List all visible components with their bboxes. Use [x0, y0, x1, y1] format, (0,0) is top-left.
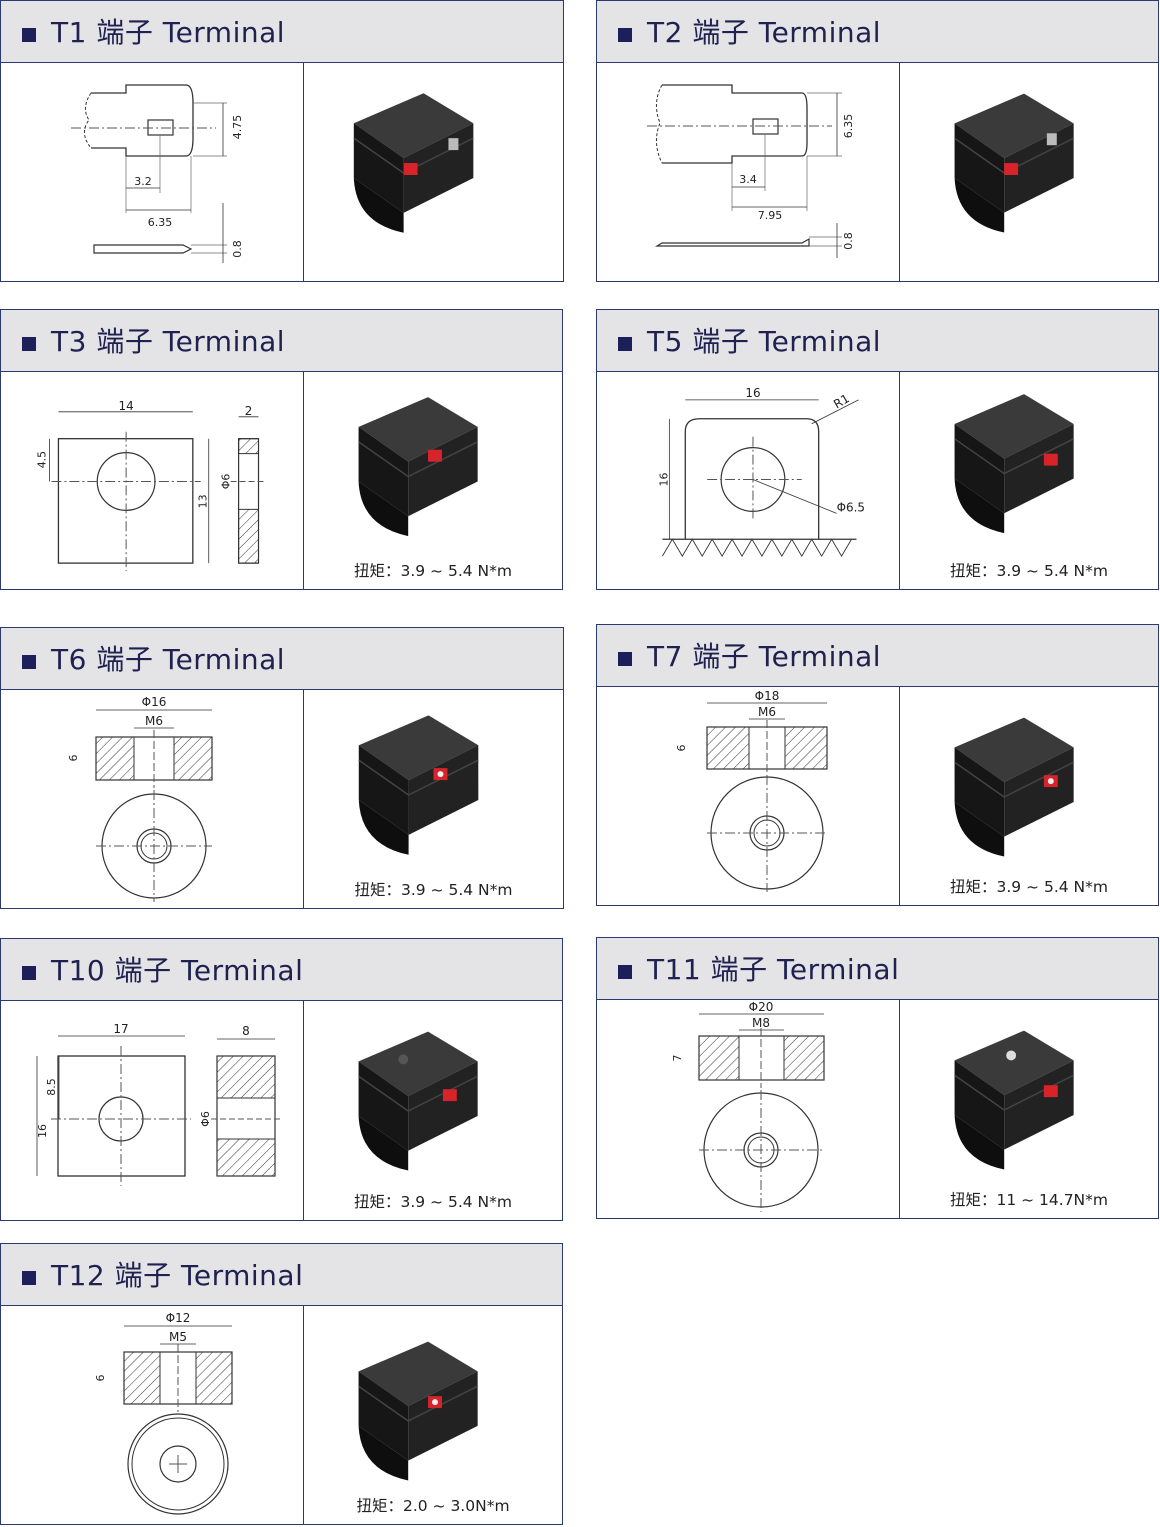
card-header: T12 端子 Terminal [1, 1244, 562, 1306]
dimension-label: 3.2 [134, 175, 152, 188]
technical-drawing: 4.75 3.2 6.35 0.8 [1, 63, 304, 281]
square-bullet-icon [22, 966, 36, 980]
card-header: T6 端子 Terminal [1, 628, 563, 690]
dimension-label: M5 [169, 1330, 187, 1344]
torque-spec: 扭矩：3.9 ~ 5.4 N*m [354, 881, 513, 899]
card-title: T6 端子 Terminal [51, 643, 286, 676]
terminal-card-t10: T10 端子 Terminal 17 8.5 16 8 Φ6 [0, 938, 563, 1221]
dimension-label: M6 [145, 714, 163, 728]
dimension-label: R1 [831, 391, 852, 411]
technical-drawing: 17 8.5 16 8 Φ6 [1, 1001, 304, 1220]
battery-photo: 扭矩：3.9 ~ 5.4 N*m [304, 690, 563, 908]
dimension-label: 16 [657, 473, 670, 487]
torque-spec: 扭矩：11 ~ 14.7N*m [949, 1191, 1109, 1209]
torque-spec: 扭矩：3.9 ~ 5.4 N*m [949, 562, 1108, 580]
terminal-card-t7: T7 端子 Terminal Φ18 M6 6 [596, 624, 1159, 906]
dimension-label: 13 [197, 494, 210, 508]
card-header: T1 端子 Terminal [1, 1, 563, 63]
square-bullet-icon [22, 655, 36, 669]
torque-spec: 扭矩：3.9 ~ 5.4 N*m [949, 878, 1108, 896]
dimension-label: 2 [245, 404, 253, 418]
card-header: T3 端子 Terminal [1, 310, 562, 372]
dimension-label: Φ6.5 [837, 500, 865, 514]
card-title: T11 端子 Terminal [647, 953, 900, 986]
dimension-label: 7 [671, 1055, 684, 1062]
technical-drawing: Φ6.5 16 16 R1 [597, 372, 900, 589]
dimension-label: 8.5 [45, 1078, 58, 1096]
terminal-card-t1: T1 端子 Terminal 4.75 3.2 6.35 [0, 0, 564, 282]
terminal-card-t5: T5 端子 Terminal Φ6.5 16 16 R1 [596, 309, 1159, 590]
terminal-card-t3: T3 端子 Terminal 14 4.5 13 2 Φ6 [0, 309, 563, 590]
square-bullet-icon [22, 28, 36, 42]
dimension-label: Φ12 [166, 1311, 191, 1325]
technical-drawing: Φ20 M8 7 [597, 1000, 900, 1218]
dimension-label: M6 [758, 705, 776, 719]
terminal-card-t12: T12 端子 Terminal Φ12 M5 6 [0, 1243, 563, 1525]
dimension-label: 6 [67, 755, 80, 762]
dimension-label: Φ6 [199, 1111, 212, 1127]
card-title: T12 端子 Terminal [51, 1259, 304, 1292]
torque-spec: 扭矩：3.9 ~ 5.4 N*m [353, 562, 512, 580]
battery-photo: 扭矩：3.9 ~ 5.4 N*m [900, 372, 1158, 589]
dimension-label: 17 [113, 1022, 128, 1036]
technical-drawing: Φ12 M5 6 [1, 1306, 304, 1524]
card-header: T2 端子 Terminal [597, 1, 1158, 63]
terminal-card-t6: T6 端子 Terminal Φ16 M6 6 [0, 627, 564, 909]
dimension-label: 6.35 [148, 216, 173, 229]
dimension-label: 6 [94, 1375, 107, 1382]
technical-drawing: Φ16 M6 6 [1, 690, 304, 908]
technical-drawing: Φ18 M6 6 [597, 687, 900, 905]
technical-drawing: 6.35 3.4 7.95 0.8 [597, 63, 900, 281]
battery-photo [304, 63, 563, 281]
dimension-label: 16 [36, 1124, 49, 1138]
card-title: T5 端子 Terminal [647, 325, 882, 358]
square-bullet-icon [22, 1271, 36, 1285]
battery-photo: 扭矩：3.9 ~ 5.4 N*m [304, 372, 562, 589]
dimension-label: Φ16 [142, 695, 167, 709]
dimension-label: 0.8 [231, 240, 244, 258]
dimension-label: 16 [745, 386, 760, 400]
card-title: T3 端子 Terminal [51, 325, 286, 358]
square-bullet-icon [618, 652, 632, 666]
square-bullet-icon [618, 28, 632, 42]
dimension-label: 6 [675, 745, 688, 752]
square-bullet-icon [618, 337, 632, 351]
dimension-label: 4.5 [35, 451, 48, 468]
battery-photo: 扭矩：2.0 ~ 3.0N*m [304, 1306, 562, 1524]
dimension-label: Φ6 [220, 474, 233, 490]
card-header: T5 端子 Terminal [597, 310, 1158, 372]
dimension-label: 4.75 [231, 115, 244, 140]
battery-photo [900, 63, 1158, 281]
battery-photo: 扭矩：3.9 ~ 5.4 N*m [304, 1001, 562, 1220]
card-header: T11 端子 Terminal [597, 938, 1158, 1000]
dimension-label: 14 [119, 399, 134, 413]
card-title: T1 端子 Terminal [51, 16, 286, 49]
terminal-card-t2: T2 端子 Terminal 6.35 3.4 7.95 [596, 0, 1159, 282]
torque-spec: 扭矩：2.0 ~ 3.0N*m [356, 1497, 510, 1515]
dimension-label: 7.95 [758, 209, 783, 222]
dimension-label: M8 [752, 1016, 770, 1030]
card-header: T10 端子 Terminal [1, 939, 562, 1001]
card-title: T10 端子 Terminal [51, 954, 304, 987]
square-bullet-icon [618, 965, 632, 979]
card-title: T7 端子 Terminal [647, 640, 882, 673]
dimension-label: Φ20 [749, 1000, 774, 1014]
square-bullet-icon [22, 337, 36, 351]
dimension-label: 3.4 [739, 173, 757, 186]
battery-photo: 扭矩：3.9 ~ 5.4 N*m [900, 687, 1158, 905]
technical-drawing: 14 4.5 13 2 Φ6 [1, 372, 304, 589]
dimension-label: 0.8 [842, 232, 855, 250]
dimension-label: 8 [242, 1024, 250, 1038]
terminal-card-t11: T11 端子 Terminal Φ20 M8 7 [596, 937, 1159, 1219]
torque-spec: 扭矩：3.9 ~ 5.4 N*m [353, 1193, 512, 1211]
card-title: T2 端子 Terminal [647, 16, 882, 49]
card-header: T7 端子 Terminal [597, 625, 1158, 687]
dimension-label: Φ18 [755, 689, 780, 703]
battery-photo: 扭矩：11 ~ 14.7N*m [900, 1000, 1158, 1218]
dimension-label: 6.35 [842, 114, 855, 139]
